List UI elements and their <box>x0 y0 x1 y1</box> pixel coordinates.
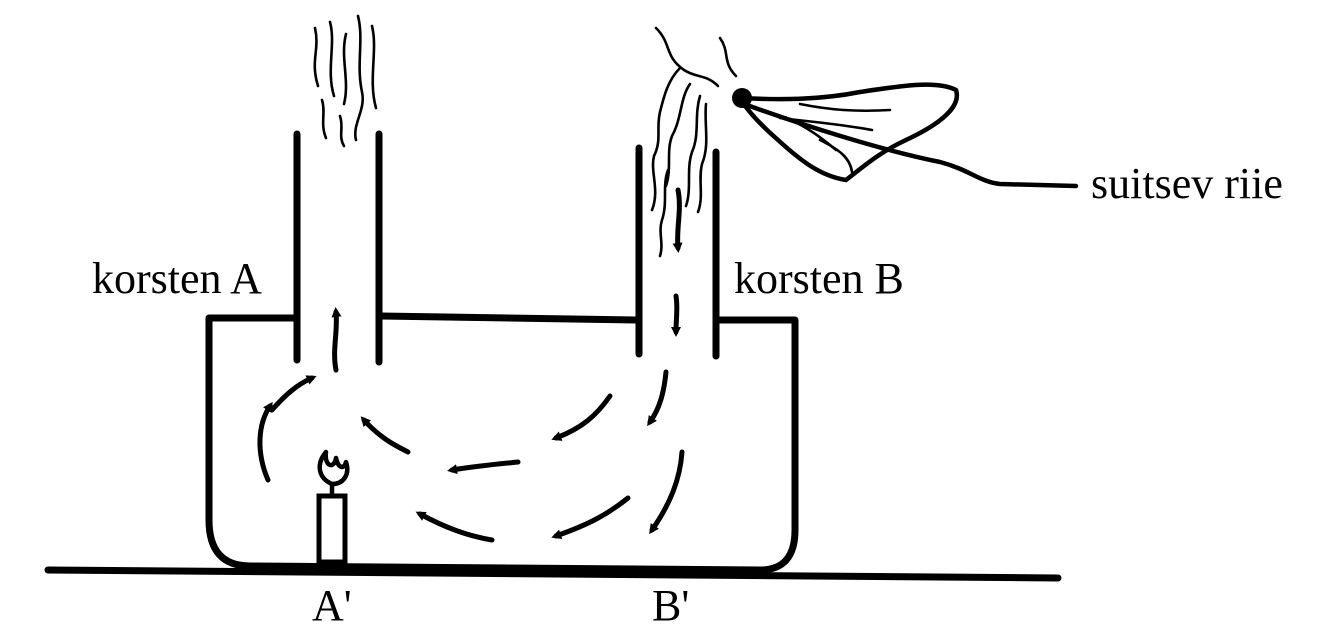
label-chimney-a: korsten A <box>92 254 262 303</box>
box-outline <box>205 314 799 574</box>
smoke-plume-b <box>650 26 738 258</box>
rag-string <box>741 101 1079 189</box>
label-chimney-b: korsten B <box>734 254 904 303</box>
arrow-circ-7 <box>649 449 685 535</box>
arrow-circ-6 <box>647 369 669 427</box>
label-point-b: B' <box>652 581 689 630</box>
label-smoking-rag: suitsev riie <box>1091 159 1283 208</box>
arrow-up-chimney-a <box>331 307 342 373</box>
arrow-circ-3 <box>360 416 411 455</box>
arrow-circ-8 <box>551 495 631 540</box>
arrow-circ-1 <box>257 401 273 483</box>
arrow-circ-5 <box>551 393 613 441</box>
arrow-down-chimney-b <box>671 293 682 337</box>
arrow-down-chimney-b-upper <box>672 187 683 253</box>
box-lid-middle <box>375 312 643 324</box>
candle <box>316 449 350 565</box>
smoking-rag <box>732 82 960 183</box>
arrow-circ-4 <box>447 459 521 475</box>
arrow-circ-9 <box>415 511 495 543</box>
smoke-plume-a <box>313 14 378 148</box>
ground-line <box>44 566 1062 582</box>
arrow-circ-2 <box>269 375 317 413</box>
label-point-a: A' <box>312 581 352 630</box>
